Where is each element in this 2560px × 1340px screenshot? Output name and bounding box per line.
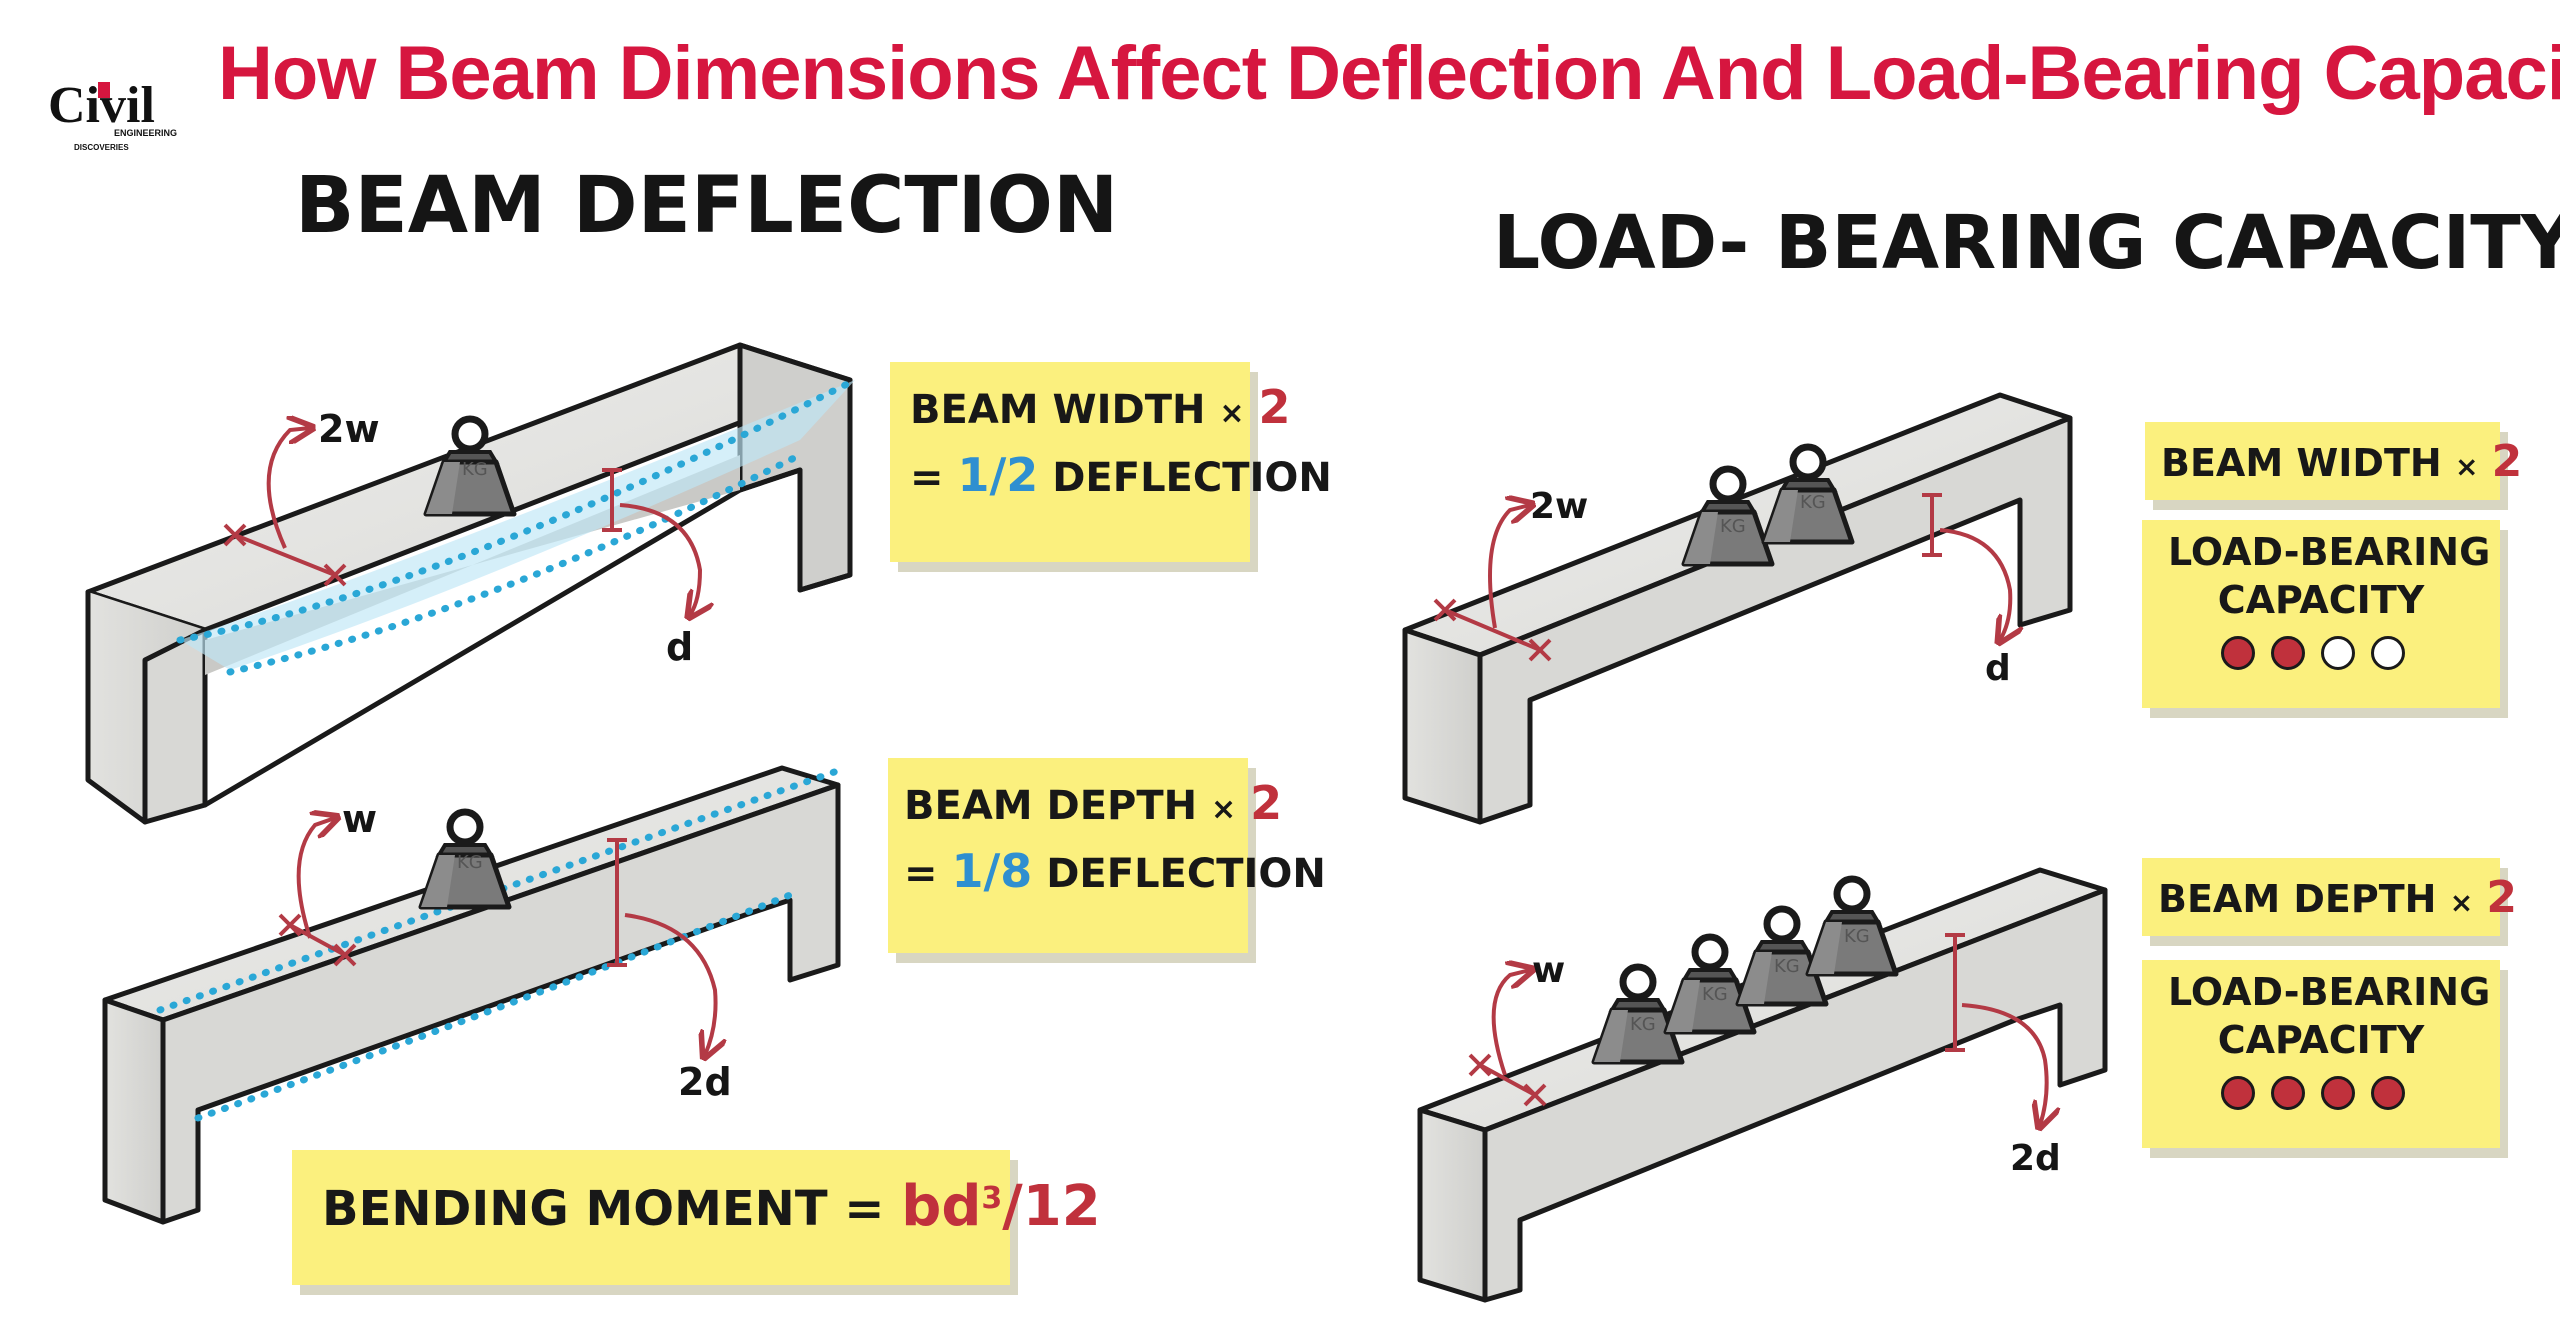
kg-label: KG (1774, 956, 1800, 977)
capacity-rating-dots (2168, 636, 2474, 670)
note-capacity-width-body: LOAD-BEARING CAPACITY (2142, 520, 2500, 708)
width-label: 2w (1530, 486, 1588, 527)
factor: 2 (1258, 380, 1291, 434)
times-sign: × (1219, 396, 1245, 431)
kg-label: KG (1630, 1014, 1656, 1035)
capacity-rating-dots (2168, 1076, 2474, 1110)
times-sign: × (1211, 792, 1237, 827)
civil-engineering-logo: Civil ENGINEERING DISCOVERIES (48, 77, 177, 152)
note-deflection-width: BEAM WIDTH × 2 = 1/2 DEFLECTION (890, 362, 1332, 562)
heading-load-bearing-capacity: LOAD- BEARING CAPACITY (1493, 200, 2560, 286)
depth-label: d (666, 625, 693, 669)
filled-rating-dot (2221, 636, 2255, 670)
width-label: 2w (318, 407, 380, 451)
formula-denominator: /12 (1002, 1174, 1101, 1239)
note-text: DEFLECTION (1052, 455, 1332, 501)
times-sign: × (2454, 450, 2479, 483)
page-title: How Beam Dimensions Affect Deflection An… (218, 31, 2560, 116)
depth-label: d (1985, 648, 2011, 689)
beam-capacity-width: KG KG 2w d (1402, 392, 2073, 825)
formula: bd (901, 1174, 982, 1239)
note-text: CAPACITY (2217, 578, 2425, 622)
factor: 2 (2491, 436, 2523, 487)
note-text: BEAM DEPTH (2158, 877, 2437, 921)
kg-label: KG (457, 852, 483, 873)
width-label: w (1532, 950, 1565, 991)
filled-rating-dot (2321, 1076, 2355, 1110)
beam-capacity-depth: KG KG KG KG w 2d (1417, 867, 2108, 1303)
filled-rating-dot (2371, 1076, 2405, 1110)
depth-label: 2d (678, 1060, 732, 1104)
note-text: CAPACITY (2217, 1018, 2425, 1062)
note-text: BEAM DEPTH (904, 783, 1198, 829)
beam-deflection-depth: KG w 2d (102, 765, 844, 1225)
filled-rating-dot (2271, 1076, 2305, 1110)
note-text: LOAD-BEARING (2168, 530, 2491, 574)
filled-rating-dot (2221, 1076, 2255, 1110)
note-capacity-width-head: BEAM WIDTH × 2 (2145, 422, 2522, 500)
formula-power: 3 (981, 1181, 1003, 1216)
kg-label: KG (1702, 984, 1728, 1005)
note-capacity-depth-body: LOAD-BEARING CAPACITY (2142, 960, 2500, 1148)
note-text: LOAD-BEARING (2168, 970, 2491, 1014)
note-bending-moment: BENDING MOMENT = bd3/12 (292, 1150, 1101, 1285)
note-text: DEFLECTION (1046, 851, 1326, 897)
equals-sign: = (904, 851, 938, 897)
depth-label: 2d (2010, 1138, 2061, 1179)
empty-rating-dot (2371, 636, 2405, 670)
logo-subtext-1: ENGINEERING (114, 128, 177, 138)
note-text: BEAM WIDTH (910, 387, 1206, 433)
note-text: BEAM WIDTH (2161, 441, 2442, 485)
kg-label: KG (1800, 492, 1826, 513)
logo-subtext-2: DISCOVERIES (74, 143, 129, 152)
equals-sign: = (844, 1181, 885, 1237)
note-text: BENDING MOMENT (322, 1181, 828, 1237)
equals-sign: = (910, 455, 944, 501)
times-sign: × (2449, 886, 2474, 919)
filled-rating-dot (2271, 636, 2305, 670)
heading-beam-deflection: BEAM DEFLECTION (295, 161, 1118, 251)
factor: 2 (2486, 872, 2518, 923)
fraction: 1/8 (951, 844, 1033, 898)
kg-label: KG (1844, 926, 1870, 947)
note-capacity-depth-head: BEAM DEPTH × 2 (2142, 858, 2517, 936)
factor: 2 (1250, 776, 1283, 830)
beam-deflection-width: KG 2w d (85, 342, 859, 825)
kg-label: KG (1720, 516, 1746, 537)
fraction: 1/2 (957, 448, 1039, 502)
empty-rating-dot (2321, 636, 2355, 670)
width-label: w (342, 797, 377, 841)
kg-label: KG (462, 459, 488, 480)
note-deflection-depth: BEAM DEPTH × 2 = 1/8 DEFLECTION (888, 758, 1326, 953)
